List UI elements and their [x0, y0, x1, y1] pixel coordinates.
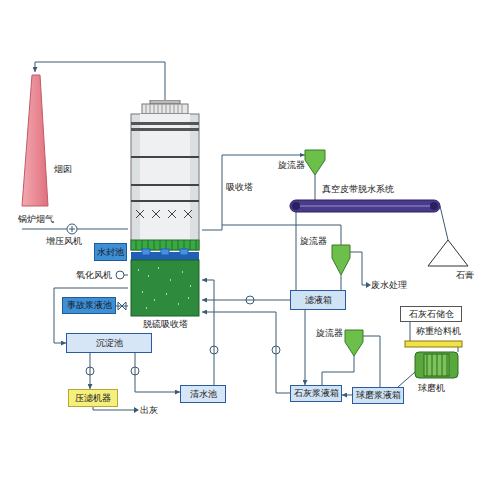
- absorber-tower: 脱硫吸收塔: [128, 100, 202, 332]
- pipe-connector: [90, 353, 91, 389]
- node-label: 清水池: [190, 389, 217, 400]
- annotation-label: 旋流器: [316, 328, 343, 339]
- pipe-connector: [116, 306, 128, 307]
- vacuum-belt: [290, 200, 440, 212]
- mill-slurry-tank: 球磨浆液箱: [352, 387, 404, 404]
- node-label: 烟囱: [54, 164, 72, 175]
- pipe-connector: [342, 395, 352, 396]
- node-label: 石灰浆液箱: [294, 388, 339, 399]
- gypsum-pile: [428, 240, 468, 266]
- node-label: 滤液箱: [305, 295, 332, 306]
- pipe-lines: [22, 155, 458, 410]
- node-label: 事故浆液池: [67, 300, 112, 311]
- pipe-connector: [35, 62, 165, 100]
- pipe-connector: [202, 312, 290, 393]
- node-label: 脱硫吸收塔: [128, 319, 202, 330]
- clear-water-tank: 清水池: [180, 385, 226, 403]
- annotation-label: 旋流器: [300, 236, 327, 247]
- chimney-shape: [14, 72, 76, 210]
- annotation-label: 称重给料机: [416, 326, 461, 337]
- annotation-label: 出灰: [140, 405, 158, 416]
- node-label: 石灰石储仓: [409, 309, 454, 320]
- node-label: 压滤机器: [75, 393, 111, 404]
- node-label: 水封池: [97, 247, 124, 258]
- pipe-connector: [135, 353, 180, 392]
- annotation-label: 废水处理: [371, 280, 407, 291]
- annotation-label: 锅炉烟气: [18, 214, 54, 225]
- weigh-feeder: [405, 341, 462, 347]
- annotation-label: 球磨机: [418, 383, 445, 394]
- accident-slurry-tank: 事故浆液池: [62, 297, 116, 314]
- lime-slurry-tank: 石灰浆液箱: [290, 385, 342, 402]
- filtrate-tank: 滤液箱: [290, 290, 346, 310]
- pipe-connector: [305, 310, 306, 385]
- limestone-silo: 石灰石储仓: [400, 306, 462, 322]
- annotation-label: 真空皮带脱水系统: [322, 184, 394, 195]
- tower-shape: [128, 100, 202, 332]
- annotation-label: 吸收塔: [226, 182, 253, 193]
- chimney: 烟囱: [14, 72, 76, 210]
- filter-press: 压滤机器: [68, 389, 118, 407]
- pipe-connector: [202, 300, 290, 301]
- ball-mill: [415, 352, 458, 378]
- annotation-label: 氧化风机: [76, 270, 112, 281]
- pipe-connector: [202, 280, 214, 385]
- cyclone-symbols: [305, 150, 363, 356]
- annotation-label: 旋流器: [278, 160, 305, 171]
- node-label: 沉淀池: [96, 338, 123, 349]
- annotation-label: 石膏: [456, 270, 474, 281]
- annotation-label: 增压风机: [46, 236, 82, 247]
- settling-tank: 沉淀池: [66, 333, 152, 353]
- water-seal-tank: 水封池: [94, 243, 127, 261]
- node-label: 球磨浆液箱: [356, 390, 401, 401]
